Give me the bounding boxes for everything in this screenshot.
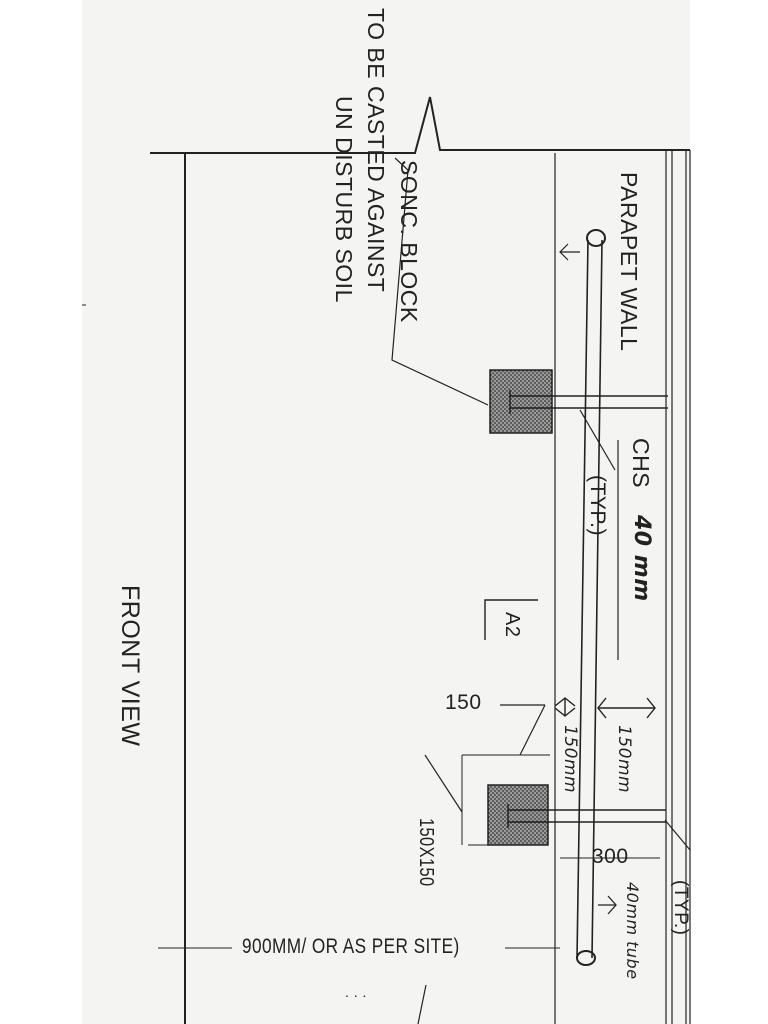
- ground-outline: [150, 96, 690, 154]
- parapet-arrow-head: [559, 243, 569, 261]
- hand-150mm-a: 150mm: [560, 725, 580, 794]
- section-marker-a2: A2: [501, 612, 523, 638]
- typ-label: (TYP.): [586, 475, 609, 536]
- bottom-slash: [417, 984, 427, 1024]
- typ-arrow: [664, 819, 691, 851]
- hand-150mm-b: 150mm: [614, 725, 634, 794]
- dim-900-label: 900MM/ OR AS PER SITE): [242, 935, 460, 958]
- chs-size-hand: 40 mm: [629, 515, 654, 602]
- front-view-title: FRONT VIEW: [116, 585, 144, 747]
- dots-mark: . . .: [345, 984, 367, 1000]
- conc-block-upper: [489, 369, 553, 434]
- conc-block-lower: [487, 784, 549, 846]
- dim-150-leader: [519, 704, 546, 756]
- tube-end-bottom: [576, 950, 596, 966]
- dim-300-label: 300: [592, 845, 629, 868]
- hand-dim-b-head2: [646, 697, 656, 719]
- hand-tube-label: 40mm tube: [623, 882, 642, 980]
- tube-line-b: [591, 239, 603, 959]
- note-line-2: UN DISTURB SOIL: [331, 96, 357, 303]
- dim-150-label: 150: [445, 691, 482, 714]
- chs-label: CHS: [628, 438, 654, 489]
- dim-150x150-leader: [424, 754, 463, 813]
- a2-marker: [484, 599, 538, 640]
- hand-dim-b-head1: [597, 697, 607, 719]
- tube-arrow-head: [607, 895, 617, 915]
- typ-bottom-label: (TYP.): [670, 880, 691, 936]
- hand-dim-a-head2: [554, 707, 576, 717]
- tube-line-a: [576, 239, 589, 959]
- chs-leader: [579, 409, 616, 471]
- conc-block-label: SONC. BLOCK: [396, 160, 422, 323]
- conc-block-leader: [391, 157, 489, 406]
- dim-150x150-label: 150X150: [415, 818, 437, 887]
- paper-scan: [82, 0, 690, 1024]
- tube-end-top: [586, 229, 606, 247]
- hand-dim-a-head1: [554, 697, 576, 707]
- parapet-wall-label: PARAPET WALL: [616, 172, 642, 352]
- note-line-1: TO BE CASTED AGAINST: [363, 8, 389, 293]
